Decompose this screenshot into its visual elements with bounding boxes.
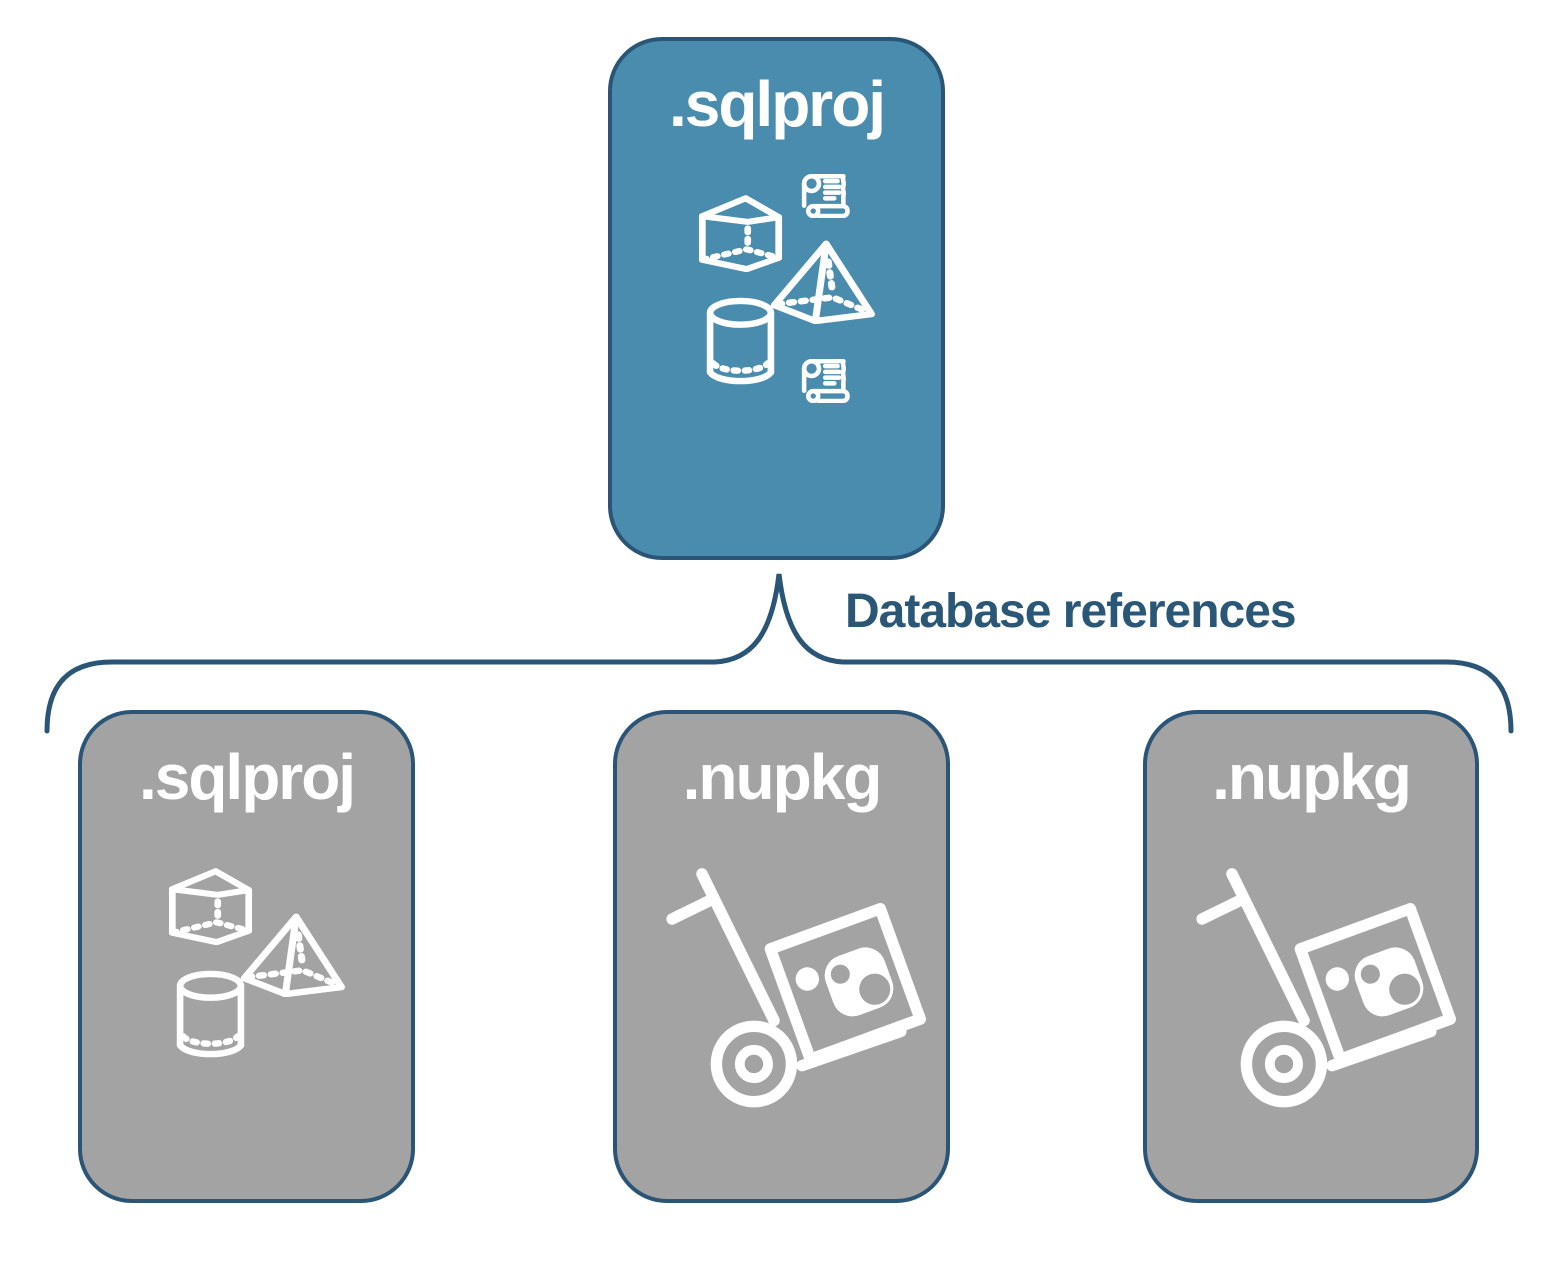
handtruck-package-icon [659,854,931,1138]
database-references-label: Database references [845,585,1297,638]
cylinder-icon [174,970,247,1062]
pyramid-icon [770,235,878,324]
child-card-title: .sqlproj [138,741,356,813]
scroll-icon [788,159,850,218]
child-card-title: .nupkg [682,741,883,813]
child-card-title: .nupkg [1212,741,1412,813]
pyramid-icon [240,908,348,997]
child-sqlproj-card: .sqlproj [78,710,415,1203]
child-nupkg-card-2: .nupkg [1143,710,1479,1203]
root-card-title: .sqlproj [668,68,886,140]
root-sqlproj-card: .sqlproj [608,37,945,560]
cylinder-icon [704,297,777,389]
handtruck-package-icon [1189,854,1461,1138]
scroll-icon [788,344,850,403]
child-nupkg-card-1: .nupkg [613,710,950,1203]
